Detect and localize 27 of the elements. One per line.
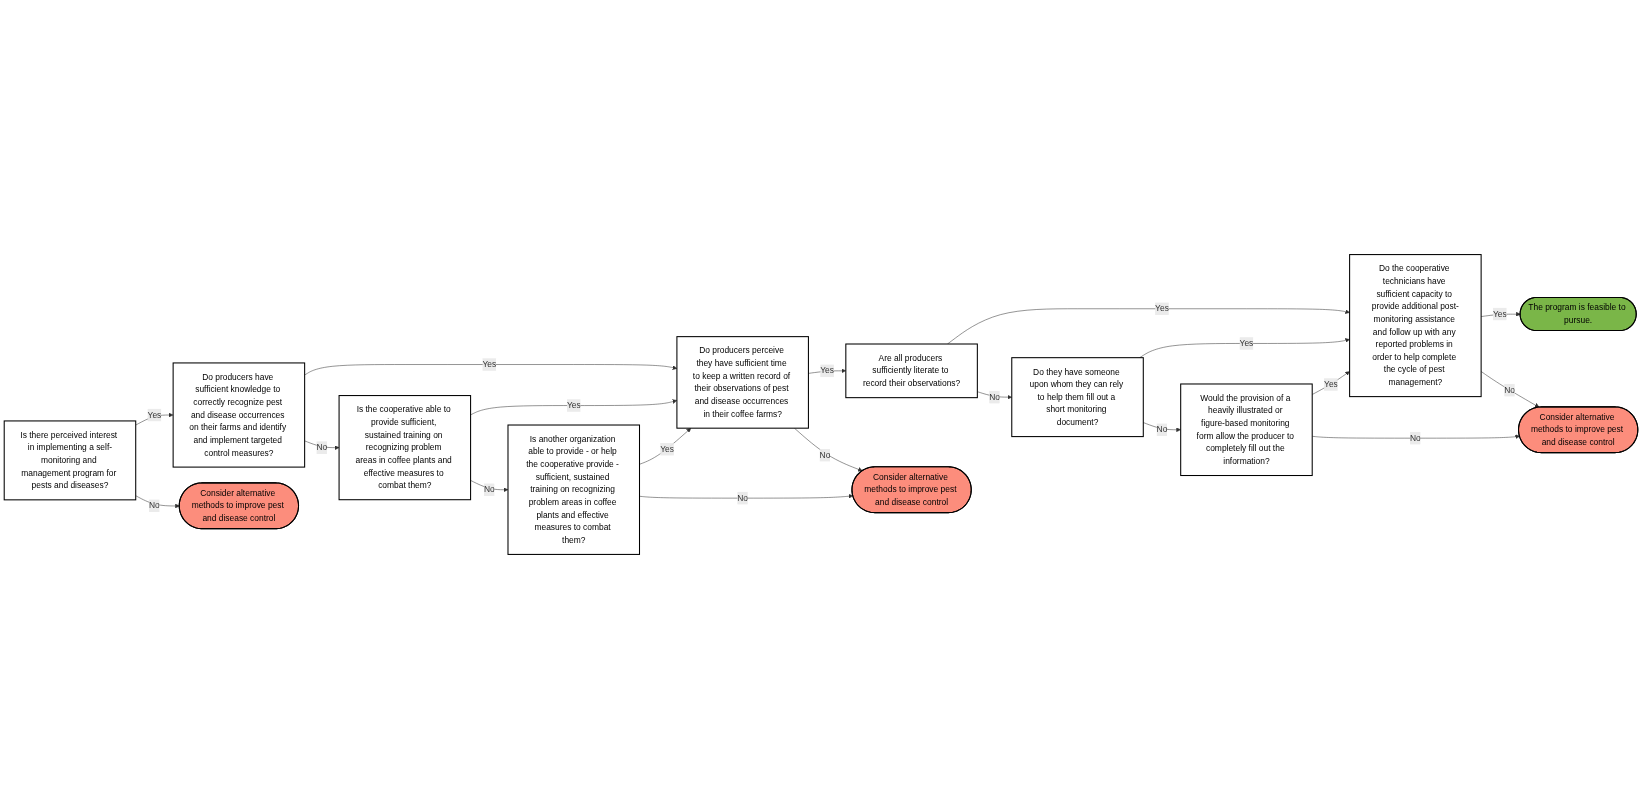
node-box: Do producers have sufficient knowledge to correctly recognize pest and disease occurrences on their farms and identify and implement targeted control measures? [172, 362, 306, 468]
node-box: Are all producers sufficiently literate to record their observations? [845, 343, 978, 399]
node-box: Is there perceived interest in implementing a self-monitoring and management program for pests and diseases? [3, 420, 137, 501]
node-box: Do they have someone upon whom they can rely to help them fill out a short monitoring document? [1011, 357, 1144, 438]
edge-label: No [737, 493, 749, 503]
edge-label: Yes [660, 444, 674, 454]
edge-label: Yes [1155, 304, 1169, 313]
edge-label: Yes [566, 400, 581, 410]
edge-label: No [989, 392, 1000, 402]
edge-label: No [483, 484, 495, 494]
edge-label: Yes [1239, 338, 1254, 348]
node-box: Would the provision of a heavily illustrated or figure-based monitoring form allow the producer to completely fill out the information? [1180, 383, 1313, 477]
edge-label: No [149, 501, 160, 510]
edge-label: Yes [482, 359, 497, 369]
edge-label: Yes [820, 366, 834, 376]
node-box: Is the cooperative able to provide sufficient, sustained training on recognizing problem areas in coffee plants and effective measures to combat them? [338, 395, 472, 501]
edge-label: Yes [147, 410, 162, 420]
node-box: Do producers perceive they have sufficient time to keep a written record of their observations of pest and disease occurrences in their coffee farms? [676, 336, 809, 429]
edge-label: Yes [1492, 309, 1507, 319]
edge-label: No [1409, 433, 1421, 443]
node-box: Do the cooperative technicians have sufficient capacity to provide additional post-monitoring assistance and follow up with any reported problems in order to help complete the cycle of pest management? [1349, 254, 1482, 398]
edge-label: Yes [1324, 379, 1338, 389]
edge-label: No [1156, 425, 1168, 434]
edge-label: No [819, 450, 831, 460]
node-box: Is another organization able to provide - or help the cooperative provide - sufficient, sustained training on recognizing problem areas in coffee plants and effective measures to combat them? [507, 424, 641, 555]
edge-label: No [316, 442, 328, 452]
edge-label: No [1504, 385, 1515, 395]
